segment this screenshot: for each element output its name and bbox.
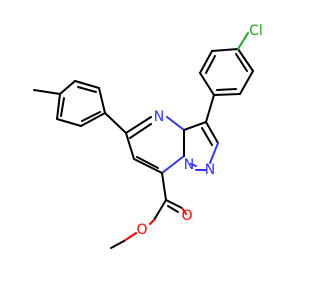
ester-bond	[153, 199, 167, 221]
methyl-bond	[33, 89, 61, 95]
tolyl-bond	[56, 118, 82, 127]
chlorine-bond	[237, 32, 249, 50]
pyrazole-bond	[205, 121, 219, 144]
molecule-diagram: N N N O O Cl	[33, 23, 263, 249]
tolyl-double-bond	[60, 97, 65, 117]
chlorophenyl-double-bond	[205, 55, 216, 74]
tolyl-double-bond	[81, 111, 101, 122]
ester-oxygen-bond	[123, 232, 137, 242]
chlorophenyl-bond	[213, 93, 241, 96]
pyrimidine-bond	[125, 116, 152, 134]
pyrazole-bond	[190, 163, 197, 167]
pyrimidine-bond	[166, 116, 185, 131]
pyrazole-bond	[209, 142, 219, 164]
pyrimidine-bond	[161, 155, 185, 174]
atom-label-n: N	[154, 109, 164, 125]
aryl-link-bond	[205, 94, 215, 123]
methyl-ester-bond	[110, 240, 125, 249]
chlorophenyl-ring	[199, 32, 254, 96]
chlorophenyl-bond	[199, 50, 213, 74]
ester-oxygen-bond	[149, 219, 155, 225]
ester-bond	[165, 199, 183, 209]
tolyl-bond	[98, 87, 106, 114]
atom-label-o: O	[181, 208, 192, 224]
tolyl-bond	[56, 93, 61, 120]
tolyl-double-bond	[77, 86, 97, 93]
pyrimidine-bond	[125, 132, 135, 160]
carbonyl-double-bond	[167, 205, 179, 213]
ester-group	[110, 172, 187, 249]
atom-label-n: N	[205, 162, 215, 178]
aryl-link-bond	[104, 112, 127, 134]
pyrazole-bond	[183, 121, 207, 131]
chlorophenyl-double-bond	[235, 53, 248, 72]
pyrazole-double-bond	[201, 127, 213, 146]
chlorophenyl-bond	[239, 70, 254, 95]
pyrimidine-double-bond	[129, 123, 152, 139]
atom-label-o: O	[136, 222, 147, 238]
pyrimidine-ring	[125, 116, 185, 174]
ester-bond	[161, 172, 167, 201]
chlorophenyl-bond	[211, 48, 239, 52]
pyrimidine-bond	[133, 158, 163, 174]
carbonyl-bond	[181, 207, 187, 215]
chlorophenyl-bond	[237, 48, 254, 72]
atom-label-n: N	[184, 157, 194, 173]
chlorophenyl-double-bond	[216, 88, 237, 91]
molecule-svg: N N N O O Cl	[33, 23, 263, 249]
pyrazole-ring	[183, 121, 219, 171]
chlorophenyl-bond	[199, 72, 215, 96]
tolyl-bond	[80, 112, 106, 127]
tolyl-bond	[59, 80, 76, 95]
tolyl-bond	[74, 80, 100, 89]
tolyl-ring	[33, 80, 106, 127]
pyrimidine-double-bond	[136, 156, 159, 169]
atom-label-cl: Cl	[249, 23, 263, 39]
